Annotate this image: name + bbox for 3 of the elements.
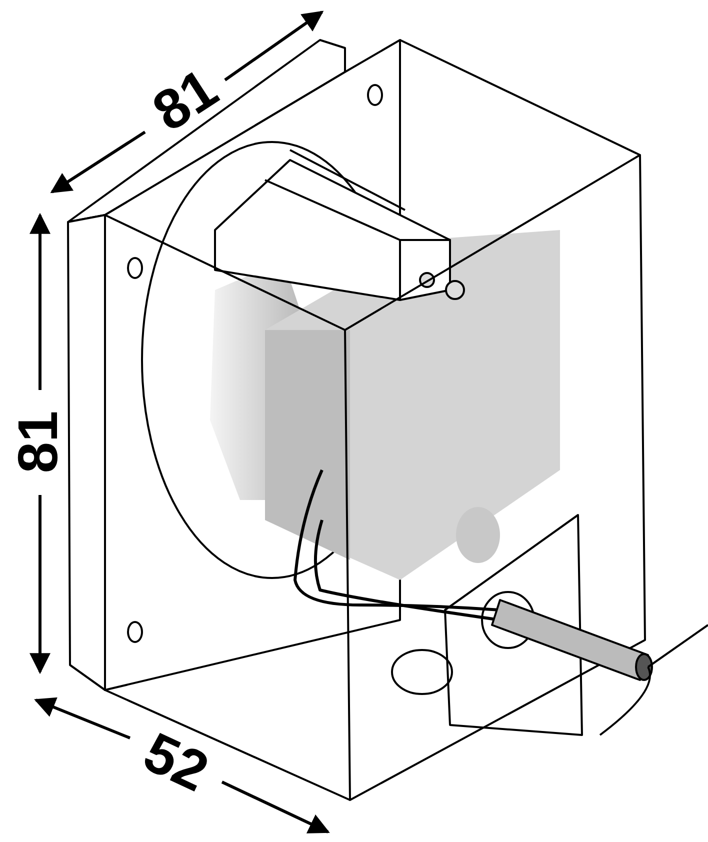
dimension-label: 52 bbox=[136, 723, 216, 801]
dimension-label: 81 bbox=[10, 410, 66, 474]
dimension-label: 81 bbox=[144, 60, 227, 140]
